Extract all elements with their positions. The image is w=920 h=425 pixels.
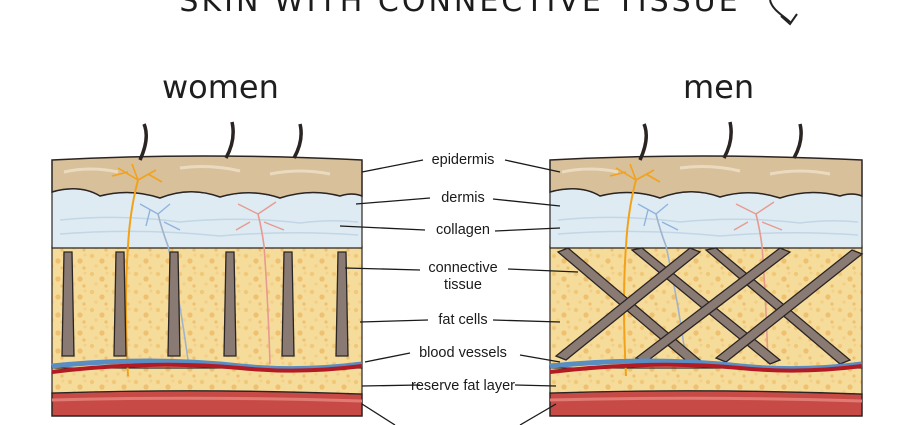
women-skin-block — [51, 121, 363, 417]
men-epidermis — [549, 155, 863, 199]
label-dermis: dermis — [441, 190, 485, 206]
women-heading: women — [162, 68, 279, 106]
women-connective-strands — [61, 251, 349, 357]
men-reserve-fat — [549, 365, 863, 395]
women-epidermis — [51, 155, 363, 199]
label-epidermis: epidermis — [431, 152, 495, 168]
curly-arrow-icon — [769, 0, 798, 26]
label-blood-vessels: blood vessels — [419, 345, 507, 361]
men-dermis — [549, 188, 863, 249]
men-muscle-layer — [549, 389, 863, 417]
men-heading: men — [683, 68, 755, 106]
label-reserve-fat-layer: reserve fat layer — [411, 378, 515, 394]
women-dermis — [51, 188, 363, 249]
page-title: SKIN WITH CONNECTIVE TISSUE — [179, 0, 741, 19]
men-skin-block — [549, 121, 864, 417]
label-connective-tissue: connective tissue — [428, 260, 498, 293]
women-blood-vessel-red — [51, 362, 363, 374]
label-collagen: collagen — [435, 222, 490, 238]
men-blood-vessel-red — [549, 362, 863, 374]
women-fat-layer — [51, 245, 363, 369]
label-fat-cells: fat cells — [438, 312, 488, 328]
men-connective-strands — [554, 247, 864, 365]
leader-lines — [339, 159, 579, 425]
women-muscle-layer — [51, 389, 363, 417]
women-reserve-fat — [51, 365, 363, 395]
